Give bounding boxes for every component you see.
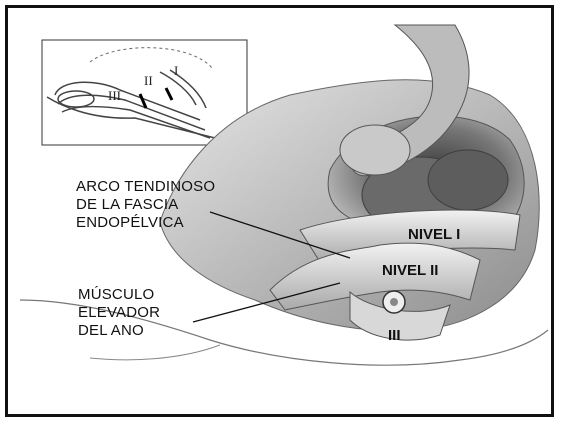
inset-label-iii: III <box>108 88 121 104</box>
label-musculo-line-2: ELEVADOR <box>78 304 160 322</box>
inset-diagram <box>42 40 247 145</box>
inset-label-ii: II <box>144 73 153 89</box>
inset-label-i: I <box>174 63 178 79</box>
label-nivel-i: NIVEL I <box>408 226 460 243</box>
label-musculo-elevador: MÚSCULO ELEVADOR DEL ANO <box>78 286 160 340</box>
label-nivel-ii: NIVEL II <box>382 262 438 279</box>
label-arco-line-1: ARCO TENDINOSO <box>76 178 215 196</box>
label-arco-line-2: DE LA FASCIA <box>76 196 215 214</box>
label-nivel-iii: III <box>388 327 401 344</box>
label-arco-line-3: ENDOPÉLVICA <box>76 214 215 232</box>
label-musculo-line-3: DEL ANO <box>78 322 160 340</box>
label-musculo-line-1: MÚSCULO <box>78 286 160 304</box>
label-arco-tendinoso: ARCO TENDINOSO DE LA FASCIA ENDOPÉLVICA <box>76 178 215 232</box>
